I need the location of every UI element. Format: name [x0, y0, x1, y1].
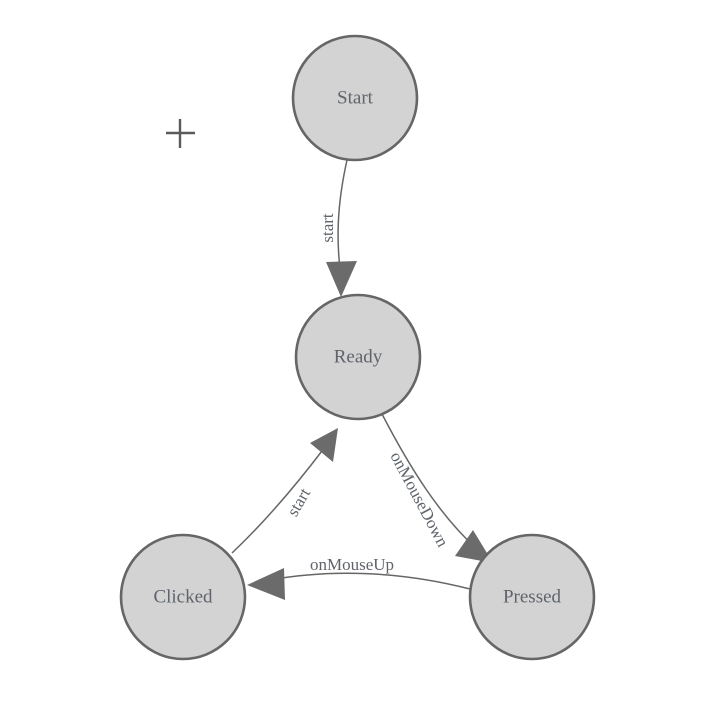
edge-ready-to-pressed-path	[381, 413, 479, 551]
node-ready[interactable]: Ready	[294, 293, 422, 421]
edge-clicked-to-ready[interactable]: start	[231, 428, 338, 554]
edge-label-ready-to-pressed: onMouseDown	[386, 449, 452, 551]
edge-label-pressed-to-clicked: onMouseUp	[310, 555, 394, 574]
edge-start-to-ready[interactable]: start	[318, 159, 357, 297]
node-clicked-label: Clicked	[153, 586, 213, 607]
edge-clicked-to-ready-path	[231, 446, 326, 554]
node-clicked[interactable]: Clicked	[119, 533, 247, 661]
node-start[interactable]: Start	[291, 34, 419, 162]
edge-start-to-ready-arrowhead	[326, 261, 357, 297]
edge-label-start-to-ready: start	[318, 213, 337, 243]
edge-ready-to-pressed-arrowhead	[455, 530, 493, 563]
edge-pressed-to-clicked-path	[269, 572, 471, 590]
node-clicked-circle[interactable]	[119, 533, 247, 661]
node-ready-label: Ready	[334, 346, 383, 367]
node-start-label: Start	[337, 87, 374, 108]
edge-pressed-to-clicked[interactable]: onMouseUp	[247, 555, 471, 600]
node-ready-circle[interactable]	[294, 293, 422, 421]
edge-start-to-ready-path	[337, 159, 348, 279]
edge-label-clicked-to-ready: start	[283, 485, 314, 520]
node-pressed[interactable]: Pressed	[468, 533, 596, 661]
node-pressed-circle[interactable]	[468, 533, 596, 661]
edge-ready-to-pressed[interactable]: onMouseDown	[381, 413, 493, 563]
edge-pressed-to-clicked-arrowhead	[247, 568, 285, 600]
plus-crosshair-icon[interactable]	[166, 119, 195, 148]
node-pressed-label: Pressed	[503, 586, 562, 607]
edge-clicked-to-ready-arrowhead	[310, 428, 338, 462]
node-start-circle[interactable]	[291, 34, 419, 162]
